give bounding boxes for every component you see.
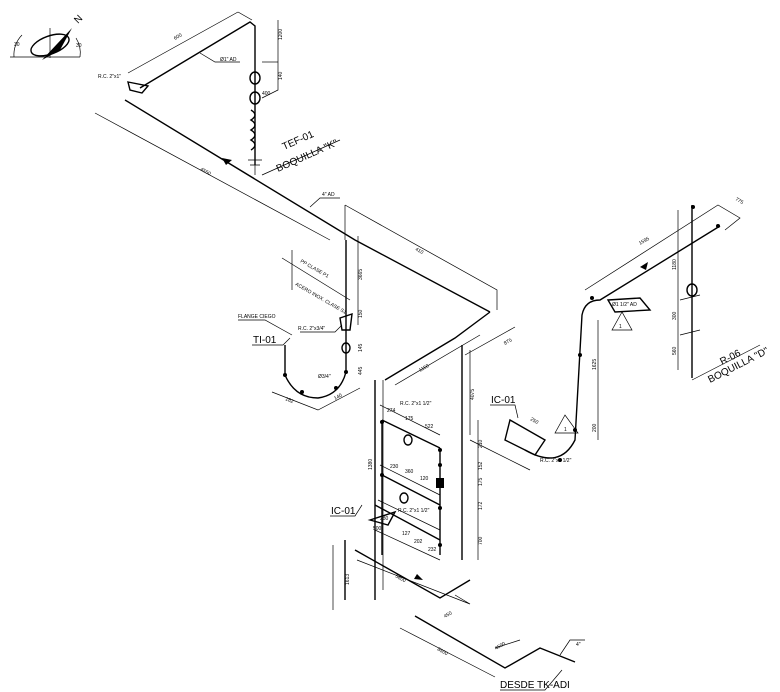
dim-st-274: 274 <box>387 408 396 414</box>
dim-vert-3665: 3665 <box>358 269 364 280</box>
dim-right-1180: 1180 <box>672 259 678 270</box>
dim-st-232: 232 <box>428 547 437 553</box>
north-arrow-icon: 30 30 N <box>10 13 85 60</box>
compass-angle-left: 30 <box>14 42 20 48</box>
dim-main-run: 4550 <box>199 167 212 178</box>
pipe-main: 4550 410 4" AD <box>94 99 498 313</box>
callout-spec-b: ACERO INOX. CLASE S1 <box>294 282 347 316</box>
dim-st-360: 360 <box>405 469 414 475</box>
dim-st-120: 120 <box>420 476 429 482</box>
dim-low-5800: 5800 <box>394 574 407 585</box>
dim-vert-145: 145 <box>358 343 364 352</box>
pipe-top: TEF-01 BOQUILLA "K" 600 1200 140 400 R.C… <box>98 11 341 176</box>
dim-vert-4075: 4075 <box>470 389 476 400</box>
dim-right-1625: 1625 <box>592 359 598 370</box>
dim-run-1150: 1150 <box>418 363 431 374</box>
dim-right-1595: 1595 <box>638 236 651 247</box>
dim-ti-182: 182 <box>284 396 294 405</box>
dim-st-500: 500 <box>373 526 382 532</box>
dim-top-flex: 400 <box>262 91 271 97</box>
dim-vert-445: 445 <box>358 366 364 375</box>
dim-right-775: 775 <box>734 197 744 206</box>
dim-low-450: 450 <box>443 610 453 619</box>
dim-vert-1613: 1613 <box>345 574 351 585</box>
dim-st-230: 230 <box>390 464 399 470</box>
callout-pipe-bottom: 4" <box>576 642 581 648</box>
instrument-ic01-left: IC-01 <box>331 506 356 517</box>
dim-run-875: 875 <box>503 337 513 346</box>
callout-pipe-top: Ø1" AD <box>220 57 237 63</box>
origin-label: DESDE TK-ADI <box>500 680 570 691</box>
dim-right-250: 250 <box>529 417 539 426</box>
callout-rc-station2: R.C. 2"x1 1/2" <box>398 508 430 514</box>
dim-st-127: 127 <box>402 531 411 537</box>
north-label: N <box>72 13 85 26</box>
dim-st-152: 152 <box>478 461 484 470</box>
dim-ti-140: 140 <box>333 392 343 401</box>
callout-flange: FLANGE CIEGO <box>238 314 276 320</box>
instrument-ti01: TI-01 <box>253 335 277 346</box>
dim-low-8500: 8500 <box>436 647 449 658</box>
callout-pipe-right: Ø1 1/2" AD <box>612 302 637 308</box>
dim-run-410: 410 <box>414 247 424 256</box>
pipe-right: 1595 775 1180 300 560 1625 200 250 Ø1 1/… <box>490 197 771 464</box>
dim-st-175b: 175 <box>478 477 484 486</box>
instrument-ic01-right: IC-01 <box>491 395 516 406</box>
pipe-lower: 5800 450 8500 4500 1613 4" DESDE TK-ADI <box>332 540 585 691</box>
dim-right-200: 200 <box>592 423 598 432</box>
dim-st-280: 280 <box>380 516 389 522</box>
callout-rc-station1: R.C. 2"x1 1/2" <box>400 401 432 407</box>
pipe-ti-branch: TI-01 FLANGE CIEGO R.C. 2"x3/4" Ø3/4" PP… <box>238 236 364 411</box>
dim-st-172: 172 <box>478 501 484 510</box>
callout-pipe-ti: Ø3/4" <box>318 374 331 380</box>
dim-st-700: 700 <box>478 536 484 545</box>
revision-mark-2: 1 <box>564 427 567 433</box>
callout-spec-a: PP CLASE P1 <box>299 259 330 280</box>
pipe-station: 1150 875 4075 1380 274 175 522 210 152 1… <box>330 311 531 600</box>
dim-low-4500: 4500 <box>494 641 507 652</box>
revision-mark-1: 1 <box>619 324 622 330</box>
dim-vert-150: 150 <box>358 309 364 318</box>
dim-right-300: 300 <box>672 311 678 320</box>
callout-rc-ti: R.C. 2"x3/4" <box>298 326 325 332</box>
dim-top-valve: 140 <box>278 71 284 80</box>
dim-vert-1380: 1380 <box>368 459 374 470</box>
dim-st-522: 522 <box>425 424 434 430</box>
dim-st-210: 210 <box>478 439 484 448</box>
compass-angle-right: 30 <box>76 43 82 49</box>
dim-st-175: 175 <box>405 416 414 422</box>
callout-rc-right: R.C. 2"x1 1/2" <box>540 458 572 464</box>
dim-top-run: 600 <box>173 32 183 41</box>
dim-right-560: 560 <box>672 346 678 355</box>
dim-top-vert: 1200 <box>278 29 284 40</box>
callout-pipe-main: 4" AD <box>322 192 335 198</box>
dim-st-202: 202 <box>414 539 423 545</box>
callout-rc-top: R.C. 2"x1" <box>98 74 121 80</box>
